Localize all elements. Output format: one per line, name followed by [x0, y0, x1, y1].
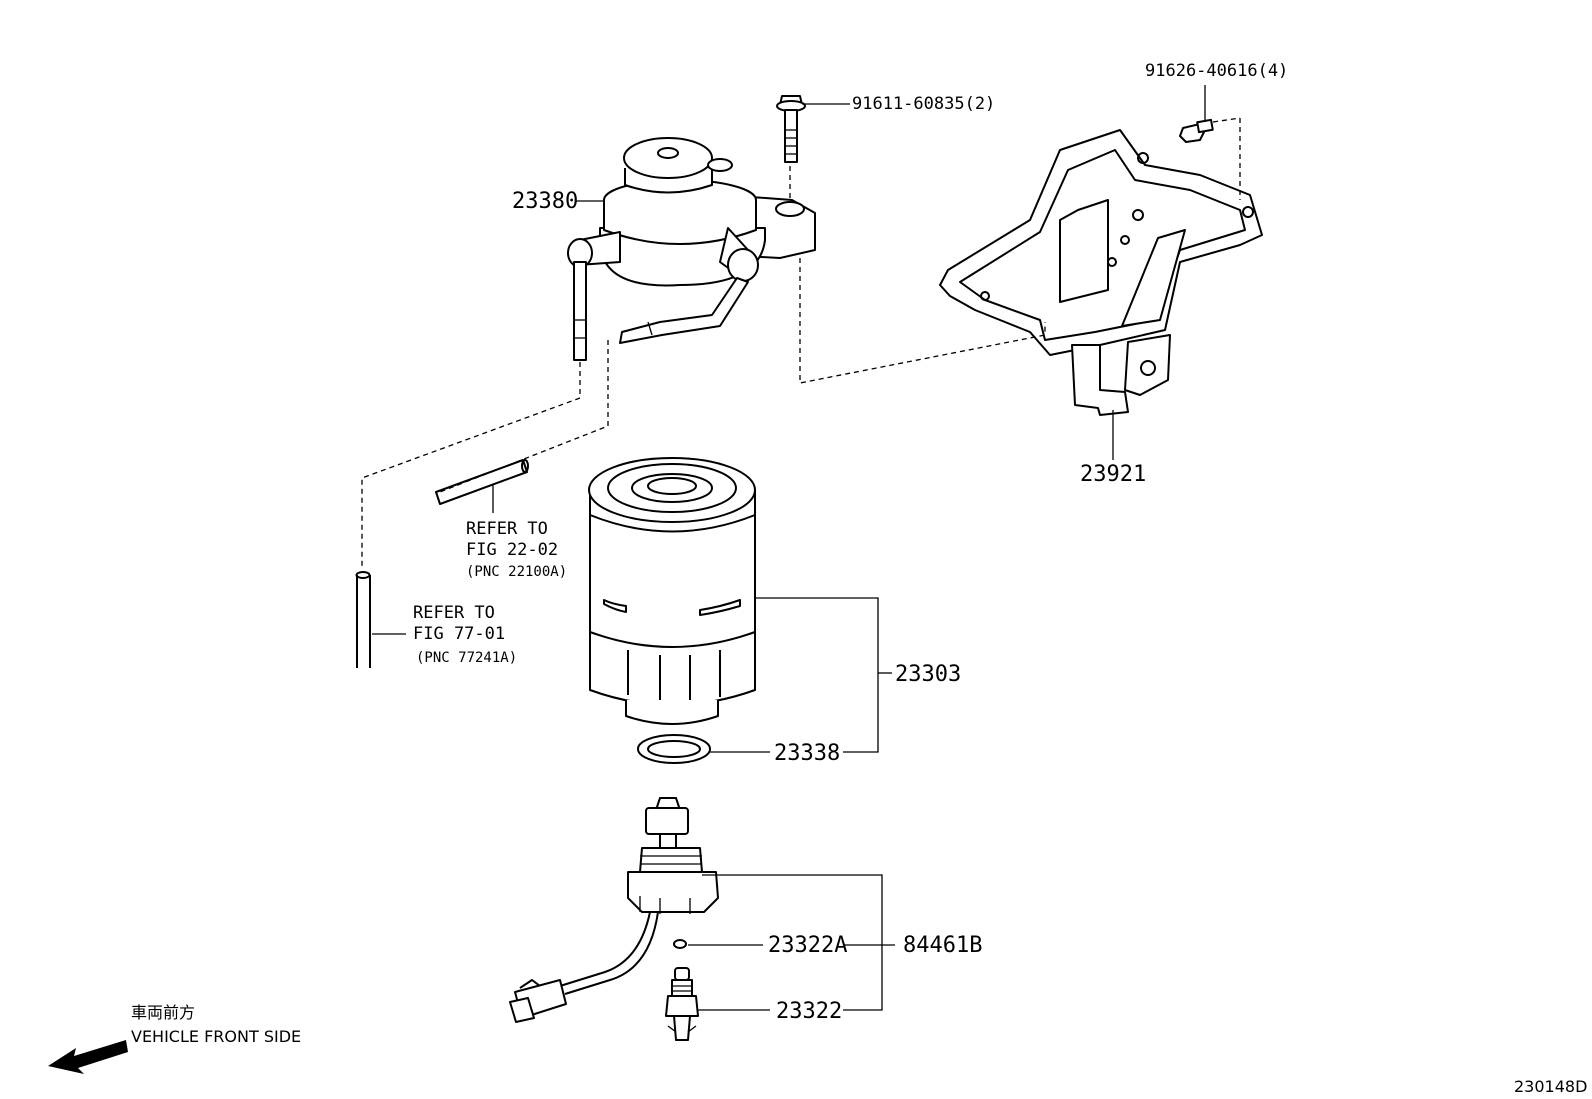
drain-plug-illustration — [665, 967, 699, 1041]
refer-note-22-02: REFER TO FIG 22-02 (PNC 22100A) — [466, 519, 567, 580]
label-91611-60835: 91611-60835(2) — [852, 94, 995, 114]
figure-code: 230148D — [1514, 1077, 1587, 1096]
fuel-hose-22100A-illustration — [435, 459, 529, 505]
flange-bolt-illustration — [776, 95, 806, 163]
label-84461B: 84461B — [903, 933, 982, 958]
assembly-dashed-lines — [361, 117, 1241, 566]
front-arrow-icon — [48, 1040, 128, 1074]
refer-note-77-01-line2: FIG 77-01 — [413, 624, 505, 644]
label-23380: 23380 — [512, 189, 578, 214]
label-91626-40616: 91626-40616(4) — [1145, 61, 1288, 81]
vehicle-front-english: VEHICLE FRONT SIDE — [131, 1027, 301, 1046]
refer-note-77-01: REFER TO FIG 77-01 (PNC 77241A) — [413, 603, 517, 666]
bracket-illustration — [939, 129, 1263, 416]
refer-note-22-02-line1: REFER TO — [466, 519, 548, 539]
refer-note-77-01-line3: (PNC 77241A) — [416, 650, 517, 666]
filter-head-illustration — [567, 137, 816, 361]
filter-element-illustration — [588, 457, 756, 725]
label-23322: 23322 — [776, 999, 842, 1024]
label-23921: 23921 — [1080, 462, 1146, 487]
gasket-illustration — [637, 734, 711, 764]
leader-lines — [372, 85, 1206, 1011]
refer-note-22-02-line2: FIG 22-02 — [466, 540, 558, 560]
fuel-hose-77241A-illustration — [355, 571, 371, 668]
vehicle-front-indicator: 車両前方 VEHICLE FRONT SIDE — [48, 1003, 301, 1074]
label-23322A: 23322A — [768, 933, 847, 958]
refer-note-77-01-line1: REFER TO — [413, 603, 495, 623]
label-23303: 23303 — [895, 662, 961, 687]
water-sensor-illustration — [509, 797, 719, 1023]
refer-note-22-02-line3: (PNC 22100A) — [466, 564, 567, 580]
label-23338: 23338 — [774, 741, 840, 766]
hex-bolt-illustration — [1179, 118, 1214, 143]
o-ring-illustration — [673, 939, 687, 949]
vehicle-front-japanese: 車両前方 — [131, 1003, 195, 1022]
